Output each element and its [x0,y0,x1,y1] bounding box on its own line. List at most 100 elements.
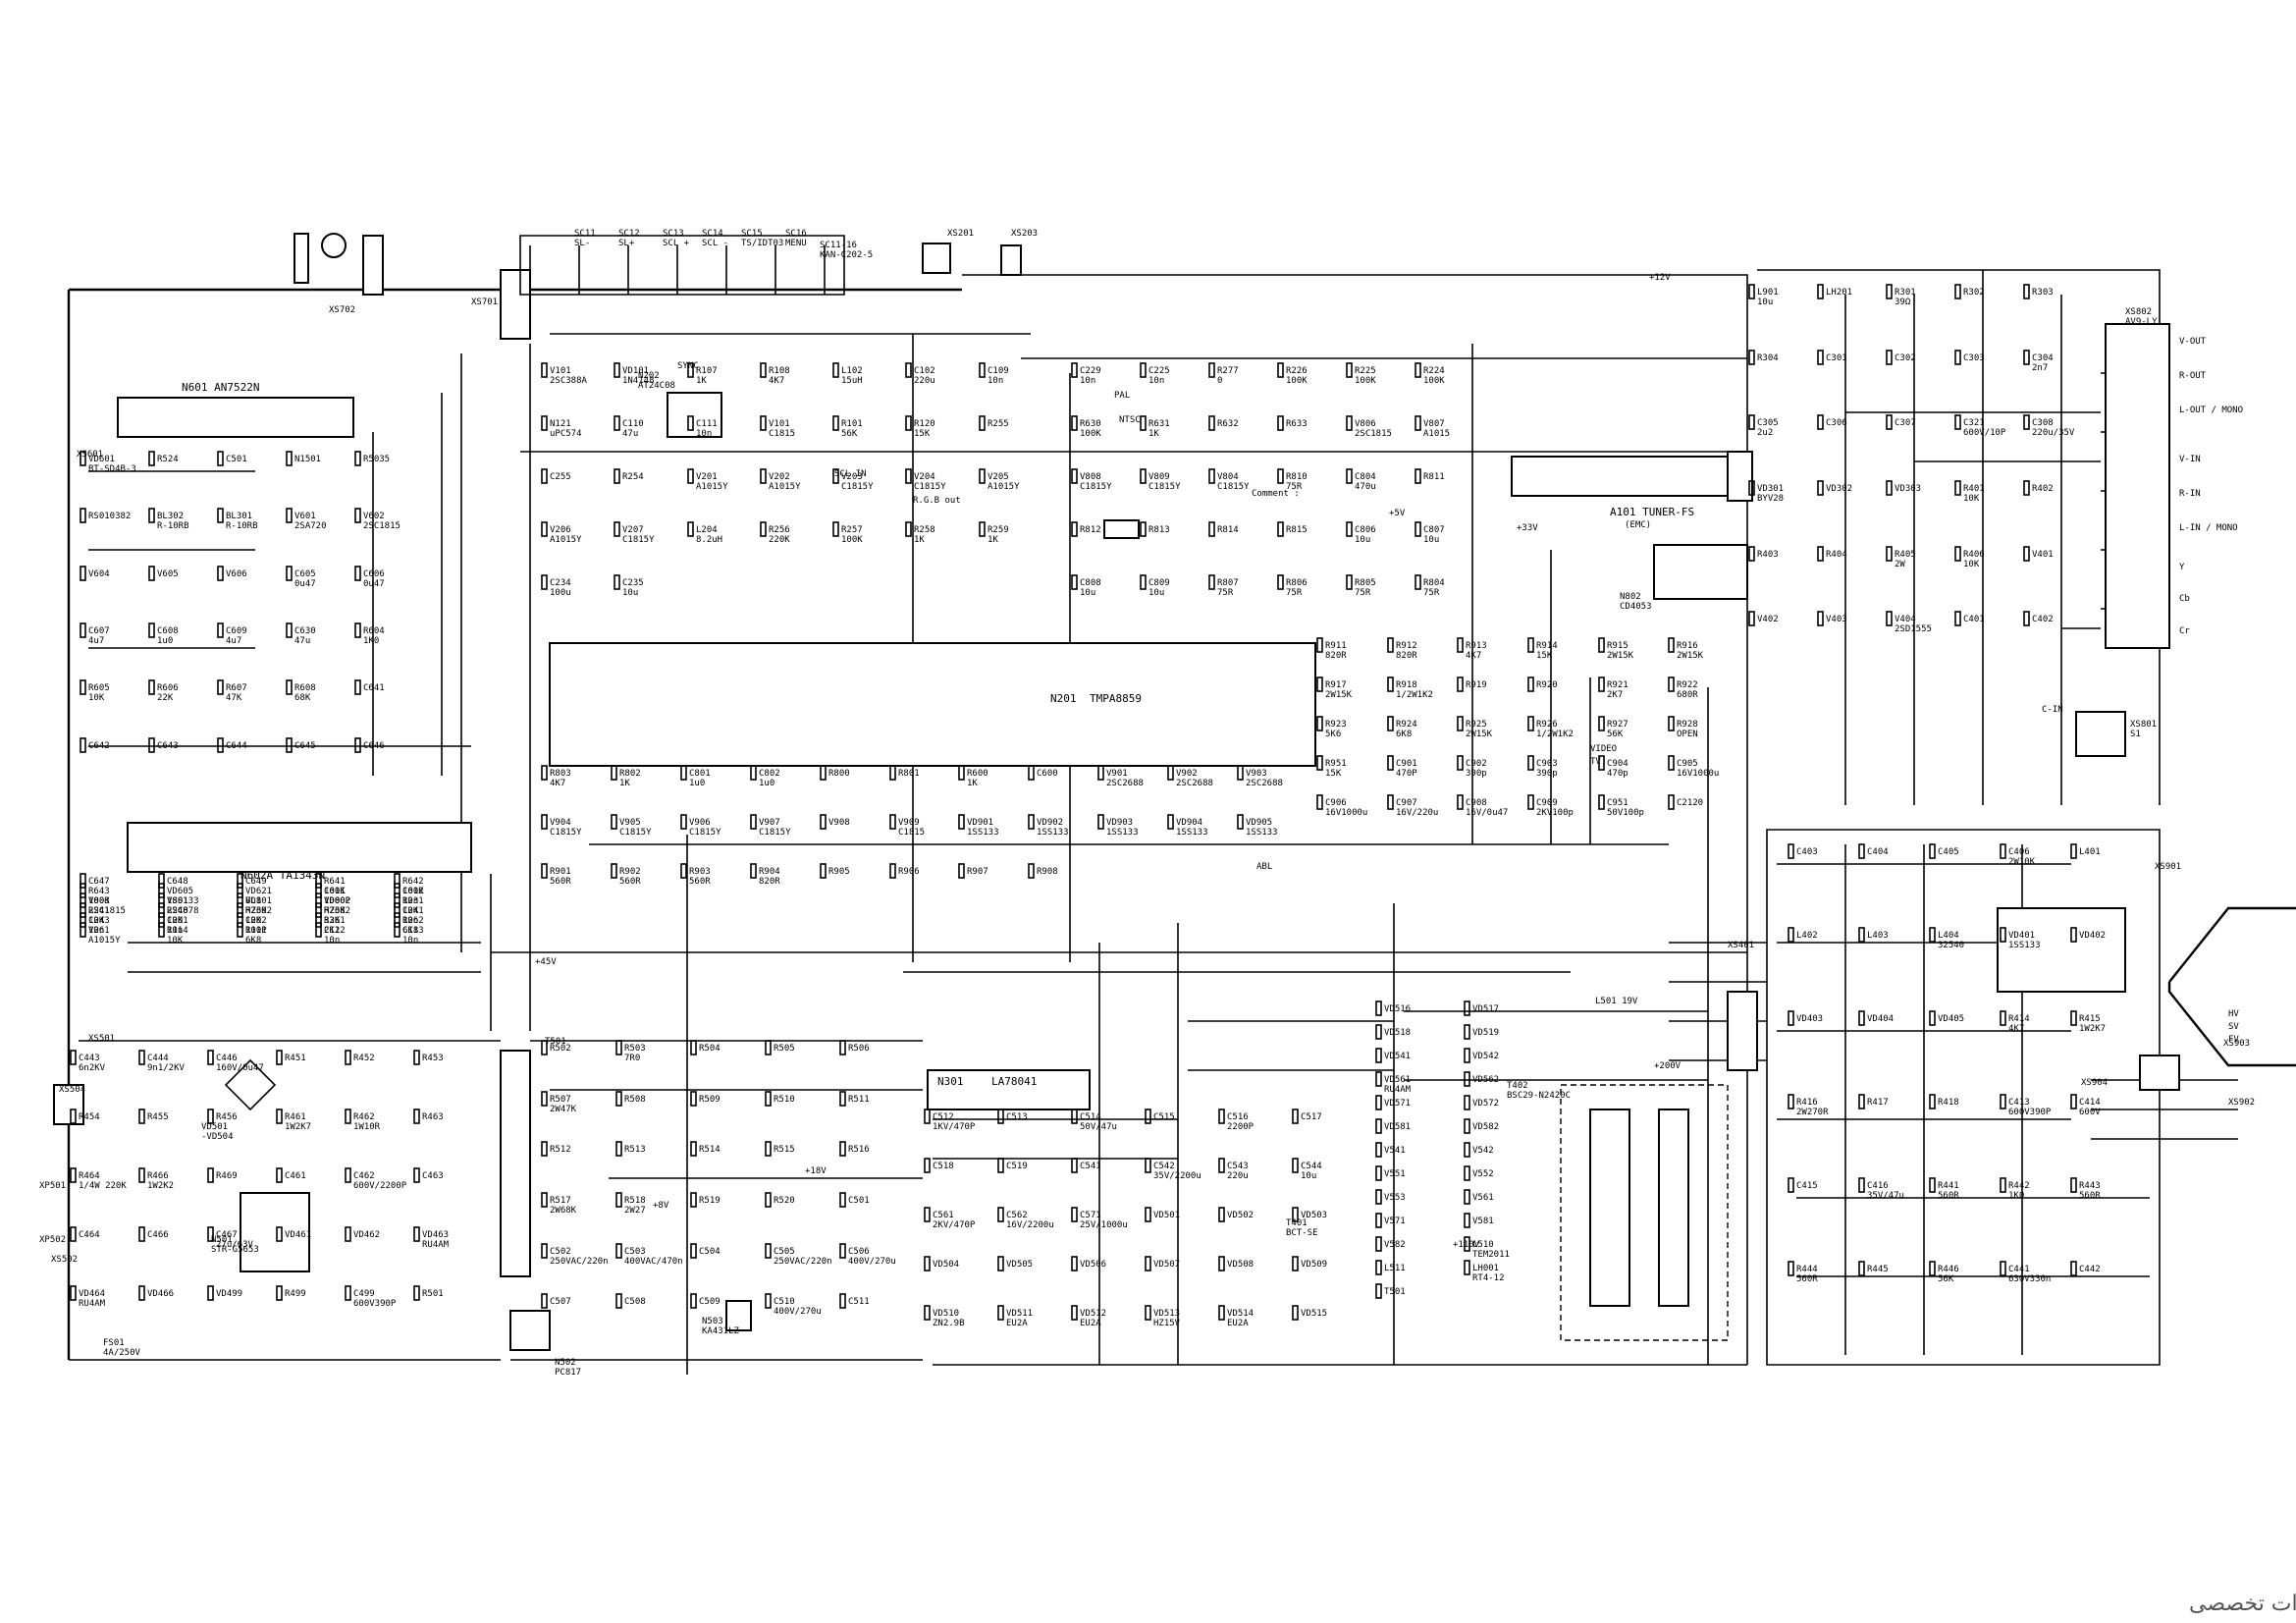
xs401-label: XS401 [1728,941,1754,950]
component-symbol [1929,1010,1936,1026]
component-symbol [2023,284,2030,299]
component-symbol [1237,814,1244,830]
component-ref: R404 [1826,550,1847,560]
component-ref: R453 [422,1054,444,1063]
component-symbol [958,863,965,879]
component-symbol [1387,716,1394,731]
component-ref: VD461 [285,1230,311,1240]
component-symbol [1071,1109,1078,1124]
component-ref: R524 [157,455,179,464]
component-ref: VD517 [1472,1004,1499,1014]
xs902-label: XS902 [2228,1098,2255,1108]
component-symbol [1954,546,1961,562]
ic-n301-part: LA78041 [991,1075,1037,1088]
component-symbol [1788,927,1794,943]
component-symbol [611,863,617,879]
component-symbol [80,566,86,581]
component-symbol [541,1040,548,1055]
component-symbol [158,873,165,889]
component-symbol [1071,1305,1078,1321]
crt-board [1997,906,2296,1091]
component-symbol [286,737,293,753]
component-symbol [1527,716,1534,731]
watermark: تعمیرات تخصصی [2189,1592,2296,1616]
component-symbol [2000,1177,2006,1193]
component-symbol [1071,1207,1078,1222]
component-symbol [80,922,86,938]
component-symbol [1387,794,1394,810]
component-ref: L402 [1796,931,1818,941]
component-symbol [690,1091,697,1107]
component-symbol [1387,755,1394,771]
abl-label: ABL [1256,862,1272,872]
component-symbol [905,521,912,537]
component-symbol [1464,1024,1470,1040]
component-symbol [1464,1260,1470,1275]
component-symbol [1788,1177,1794,1193]
component-symbol [832,362,839,378]
bridge-label: VD501-VD504 [201,1122,234,1142]
component-ref: R455 [147,1112,169,1122]
component-symbol [138,1285,145,1301]
component-ref: LH201 [1826,288,1852,298]
component-symbol [1208,521,1215,537]
component-symbol [217,566,224,581]
component-symbol [1140,574,1147,590]
component-ref: C511 [848,1297,870,1307]
component-symbol [615,1293,622,1309]
component-symbol [148,737,155,753]
component-symbol [1145,1207,1151,1222]
component-symbol [1237,765,1244,781]
av-io-label: R-OUT [2179,371,2207,381]
component-symbol [1817,414,1824,430]
component-symbol [70,1285,77,1301]
component-symbol [2023,350,2030,365]
component-symbol [237,873,243,889]
component-symbol [2000,927,2006,943]
component-symbol [1858,843,1865,859]
component-symbol [158,912,165,928]
component-symbol [138,1226,145,1242]
component-ref: R905 [828,867,850,877]
component-symbol [394,912,400,928]
component-symbol [1527,637,1534,653]
crt-sv-label: SV [2228,1022,2239,1032]
component-ref: C600 [1037,769,1058,779]
scl-label: SCL IN [834,469,867,479]
component-ref: VD516 [1384,1004,1411,1014]
xs203-label: XS203 [1011,229,1038,239]
component-symbol [1145,1256,1151,1271]
component-symbol [1464,1071,1470,1087]
component-symbol [207,1285,214,1301]
component-symbol [690,1293,697,1309]
component-symbol [237,902,243,918]
component-symbol [286,622,293,638]
component-ref: R919 [1466,680,1487,690]
component-symbol [1218,1158,1225,1173]
xs904-label: XS904 [2081,1078,2108,1088]
